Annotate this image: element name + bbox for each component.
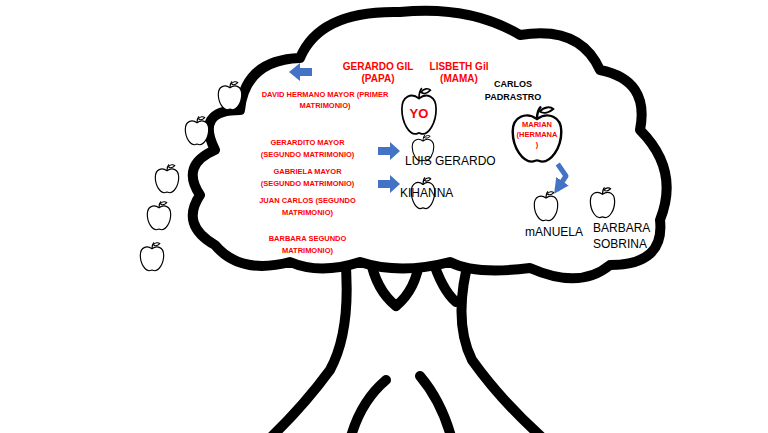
root-line	[420, 376, 452, 433]
person-name: BARBARA SOBRINA	[593, 220, 655, 252]
family-arrow	[557, 164, 566, 190]
apple-shape	[590, 187, 614, 217]
apple-node: BARBARA SOBRINA	[589, 186, 616, 219]
family-label: BARBARA SEGUNDO MATRIMONIO)	[255, 233, 360, 257]
apple	[155, 164, 178, 192]
trunk-line	[268, 255, 347, 433]
apple-shape	[513, 107, 562, 162]
apple-outline	[589, 186, 616, 219]
family-label: CARLOS PADRASTRO	[480, 78, 546, 104]
person-name: KIHANNA	[400, 186, 453, 200]
family-label: GERARDITO MAYOR (SEGUNDO MATRIMONIO)	[255, 137, 360, 161]
tree-canopy	[193, 11, 667, 279]
person-name: mANUELA	[525, 225, 583, 239]
family-label: DAVID HERMANO MAYOR (PRIMER MATRIMONIO)	[258, 89, 392, 111]
family-label: GABRIELA MAYOR (SEGUNDO MATRIMONIO)	[255, 166, 360, 190]
family-label: GERARDO GIL (PAPA)	[335, 61, 421, 85]
family-label: JUAN CARLOS (SEGUNDO MATRIMONIO)	[259, 195, 356, 219]
apple	[140, 242, 163, 270]
apple-node: KIHANNA	[410, 176, 436, 210]
apple-shape	[534, 191, 557, 220]
trunk	[268, 255, 545, 433]
apple-node: MARIAN (HERMANA )	[510, 104, 564, 164]
root-line	[350, 380, 386, 433]
block-arrow	[289, 63, 312, 81]
block-arrow	[378, 175, 400, 193]
apple	[218, 81, 241, 109]
apple-node: mANUELA	[533, 190, 559, 222]
family-label: LISBETH Gil (MAMA)	[422, 61, 496, 85]
block-arrow	[378, 142, 400, 160]
apple	[185, 116, 208, 144]
person-name: LUIS GERARDO	[405, 154, 496, 168]
person-name: YO	[400, 106, 438, 121]
apple	[147, 201, 170, 229]
apple-node: LUIS GERARDO	[411, 134, 435, 162]
apple-node: YO	[400, 86, 438, 136]
person-name: MARIAN (HERMANA )	[516, 120, 558, 150]
apple-outline	[533, 190, 559, 222]
empty-apples	[140, 81, 241, 270]
trunk-line	[461, 255, 545, 433]
